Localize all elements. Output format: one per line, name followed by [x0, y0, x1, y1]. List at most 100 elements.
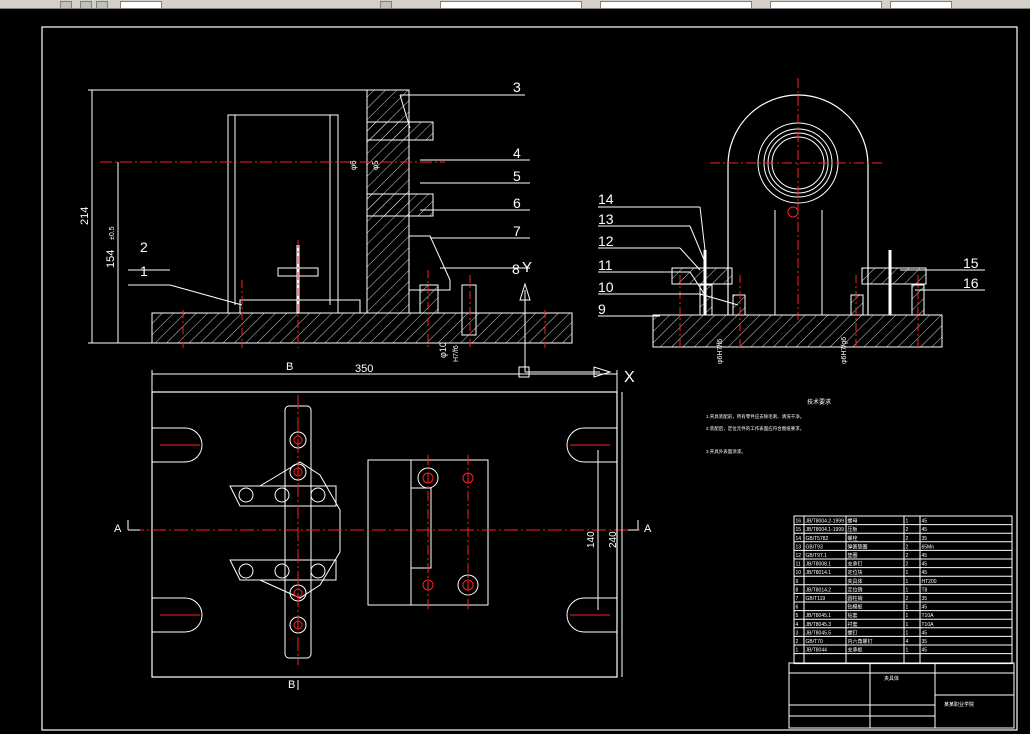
bom-cell: JB/T8044 — [806, 648, 828, 654]
bom-cell: JB/T8008.1 — [806, 562, 832, 568]
bom-frame — [793, 515, 1013, 665]
side-section-view — [598, 78, 985, 348]
bom-cell: 9 — [796, 579, 799, 585]
bom-cell: 10 — [796, 570, 802, 576]
callout-12: 12 — [598, 233, 614, 249]
bom-cell: 1 — [906, 570, 909, 576]
bom-cell: 1 — [906, 579, 909, 585]
toolbar-button[interactable] — [96, 1, 108, 9]
bom-cell: 内六角螺钉 — [848, 638, 873, 645]
bom-cell: 5 — [796, 613, 799, 619]
bom-cell: JB/T8045.5 — [806, 630, 832, 636]
bom-cell: 45 — [922, 519, 928, 525]
plan-view — [127, 370, 640, 690]
bom-cell: 35 — [922, 596, 928, 602]
bom-cell: 2 — [906, 536, 909, 542]
bom-cell: 6 — [796, 605, 799, 611]
y-axis-label: Y — [522, 259, 532, 276]
bom-cell: 支承钉 — [848, 561, 863, 568]
bom-cell: 2 — [906, 527, 909, 533]
toolbar-button[interactable] — [80, 1, 92, 9]
bom-cell: JB/T8014.2 — [806, 587, 832, 593]
dim-bore-1: φ6 — [349, 160, 358, 170]
bom-cell: 衬套 — [848, 621, 858, 628]
bom-cell: 1 — [906, 519, 909, 525]
callout-6: 6 — [513, 195, 521, 211]
bom-cell: T10A — [922, 613, 935, 619]
title-block — [788, 662, 1015, 729]
bom-cell: 钻模板 — [848, 604, 863, 611]
toolbar — [0, 0, 1030, 9]
bom-cell: 螺母 — [848, 518, 858, 525]
dim-bore-2: φ5 — [371, 160, 380, 170]
bom-cell: 35 — [922, 639, 928, 645]
bom-cell: 定位销 — [848, 586, 863, 593]
bom-cell: 45 — [922, 562, 928, 568]
style-dropdown[interactable] — [440, 1, 582, 9]
toolbar-button[interactable] — [380, 1, 392, 9]
bom-cell: 2 — [796, 639, 799, 645]
bom-cell: 12 — [796, 553, 802, 559]
bom-cell: 1 — [906, 605, 909, 611]
bom-cell: 1 — [906, 587, 909, 593]
bom-cell: 弹簧垫圈 — [848, 543, 868, 550]
bom-cell: GB/T5782 — [806, 536, 829, 542]
dim-350: 350 — [355, 363, 373, 375]
dim-154: 154 — [105, 250, 117, 268]
bom-cell: GB/T70 — [806, 639, 823, 645]
bom-cell: 45 — [922, 648, 928, 654]
bom-cell: 2 — [906, 553, 909, 559]
bom-cell: 13 — [796, 544, 802, 550]
toolbar-button[interactable] — [60, 1, 72, 9]
linetype-dropdown[interactable] — [600, 1, 752, 9]
bom-cell: 8 — [796, 587, 799, 593]
lineweight-dropdown[interactable] — [770, 1, 882, 9]
drawing-frame — [41, 26, 1018, 731]
dim-214: 214 — [79, 207, 91, 225]
bom-cell: 圆柱销 — [848, 595, 863, 602]
bom-cell: JB/T8045.3 — [806, 622, 832, 628]
tech-req-title: 技术要求 — [807, 398, 831, 406]
callout-2: 2 — [140, 239, 148, 255]
bom-cell: 14 — [796, 536, 802, 542]
callout-5: 5 — [513, 168, 521, 184]
tech-req-line-2: 2.装配后，定位元件的工作表面应符合图纸要求。 — [706, 425, 804, 432]
bom-cell: 45 — [922, 630, 928, 636]
tech-req-line-1: 1.夹具装配前，所有零件应去除毛刺、清洗干净。 — [706, 413, 804, 420]
bom-cell: 1 — [906, 630, 909, 636]
bom-cell: JB/T8045.1 — [806, 613, 832, 619]
bom-cell: 2 — [906, 544, 909, 550]
bom-cell: JB/T8004.2-1999 — [806, 519, 845, 525]
bom-cell: T8 — [922, 587, 928, 593]
bom-cell: 45 — [922, 527, 928, 533]
bom-cell: 1 — [796, 648, 799, 654]
bom-cell: 螺栓 — [848, 535, 858, 542]
dim-fit-right: φ6H7/f6 — [717, 339, 724, 364]
bom-cell: 钻套 — [848, 612, 858, 619]
layer-dropdown[interactable] — [120, 1, 162, 9]
bom-cell: 1 — [906, 613, 909, 619]
callout-15: 15 — [963, 255, 979, 271]
plotstyle-dropdown[interactable] — [890, 1, 952, 9]
bom-cell: 65Mn — [922, 544, 935, 550]
callout-11: 11 — [598, 257, 613, 273]
bom-cell: 支承板 — [848, 647, 863, 654]
tech-req-line-3: 3.夹具外表面涂漆。 — [706, 448, 746, 455]
bom-cell: 1 — [906, 622, 909, 628]
dim-240: 240 — [608, 531, 619, 548]
bom-cell: 压板 — [848, 526, 858, 533]
callout-1: 1 — [140, 263, 148, 279]
drawing-name: 夹具体 — [884, 675, 899, 682]
section-a-right-label: A — [644, 523, 652, 535]
callout-10: 10 — [598, 279, 614, 295]
x-axis-label: X — [624, 369, 635, 386]
bom-cell: 垫圈 — [848, 552, 858, 559]
bom-cell: 2 — [906, 596, 909, 602]
dim-tolerance: ±0.5 — [109, 226, 116, 240]
front-section-view — [88, 89, 612, 378]
callout-16: 16 — [963, 275, 979, 291]
bom-cell: JB/T8014.1 — [806, 570, 832, 576]
bom-cell: 35 — [922, 536, 928, 542]
